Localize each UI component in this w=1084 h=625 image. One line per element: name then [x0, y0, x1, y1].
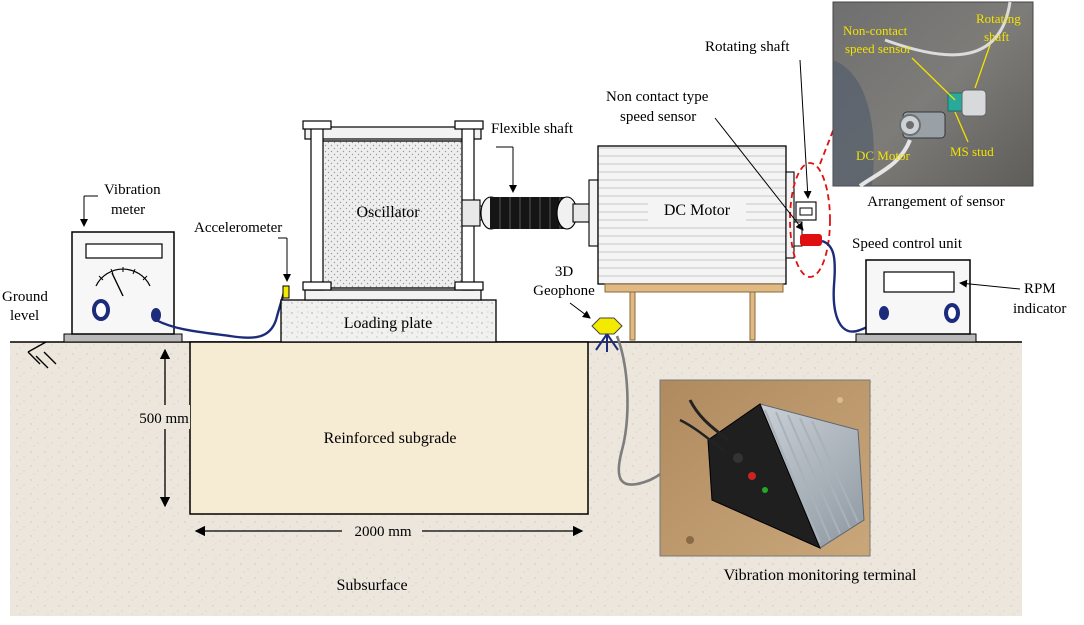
- rotating-shaft-label: Rotating shaft: [705, 39, 790, 55]
- speed-control-unit: [855, 259, 977, 343]
- ground-hatch-icon: [27, 341, 57, 369]
- subsurface-label: Subsurface: [336, 577, 407, 594]
- reinforced-subgrade-pit: [189, 341, 589, 515]
- photo-non-contact-label-line1: Non-contact: [843, 23, 908, 38]
- flexible-shaft: [461, 196, 592, 230]
- photo-rotating-label-line1: Rotating: [976, 11, 1021, 26]
- meter-dial-icon: [92, 299, 110, 321]
- photo-non-contact-label-line2: speed sensor: [845, 41, 912, 56]
- non-contact-leader: [714, 117, 804, 231]
- rpm-indicator-label-line2: indicator: [1013, 301, 1066, 317]
- geophone-label-line1: 3D: [555, 264, 574, 280]
- geophone-label-line2: Geophone: [533, 283, 595, 299]
- monitoring-terminal-photo: [659, 379, 871, 557]
- geophone-sensor: [591, 317, 623, 352]
- non-contact-label-line2: speed sensor: [620, 109, 696, 125]
- accelerometer-sensor: [282, 285, 290, 299]
- rpm-indicator-label-line1: RPM: [1024, 281, 1056, 297]
- vibration-meter: [63, 231, 183, 343]
- geophone-leader: [569, 302, 591, 319]
- photo-rotating-label-line2: shaft: [984, 29, 1010, 44]
- photo-arrow-shaft: [974, 44, 991, 89]
- oscillator-label: Oscillator: [356, 204, 420, 221]
- speed-knob-icon: [944, 303, 960, 323]
- speed-control-unit-label: Speed control unit: [852, 236, 963, 252]
- photo-ms-stud-label: MS stud: [950, 144, 994, 159]
- accelerometer-cable: [155, 291, 286, 339]
- rpm-indicator-leader: [959, 279, 1021, 290]
- photo-arrow-sensor: [911, 57, 956, 101]
- reinforced-subgrade-label: Reinforced subgrade: [324, 430, 457, 447]
- meter-jack-icon: [151, 308, 161, 322]
- photo-arrow-stud: [954, 111, 969, 143]
- accelerometer-label: Accelerometer: [194, 220, 282, 236]
- ground-level-label-line2: level: [10, 308, 39, 324]
- width-label: 2000 mm: [354, 524, 411, 540]
- rotating-shaft-leader: [799, 59, 812, 199]
- vibration-meter-label-line1: Vibration: [104, 182, 161, 198]
- ground-level-label-line1: Ground: [2, 289, 48, 305]
- dc-motor: [588, 145, 822, 341]
- speed-sensor-red: [800, 234, 822, 246]
- oscillator-frame: [302, 120, 484, 301]
- vibration-meter-label-line2: meter: [111, 202, 145, 218]
- speed-jack-icon: [879, 306, 889, 320]
- arrangement-of-sensor-label: Arrangement of sensor: [867, 194, 1004, 210]
- depth-label: 500 mm: [139, 411, 189, 427]
- flexible-shaft-label: Flexible shaft: [491, 121, 574, 137]
- monitoring-terminal-label: Vibration monitoring terminal: [724, 567, 917, 584]
- sensor-arrangement-photo: [832, 1, 1034, 188]
- non-contact-label-line1: Non contact type: [606, 89, 709, 105]
- photo-dc-motor-label: DC Motor: [856, 148, 910, 163]
- loading-plate-label: Loading plate: [344, 315, 432, 332]
- loading-plate: [280, 299, 497, 343]
- dc-motor-label: DC Motor: [664, 202, 731, 219]
- sensor-highlight-ellipse: [789, 162, 831, 278]
